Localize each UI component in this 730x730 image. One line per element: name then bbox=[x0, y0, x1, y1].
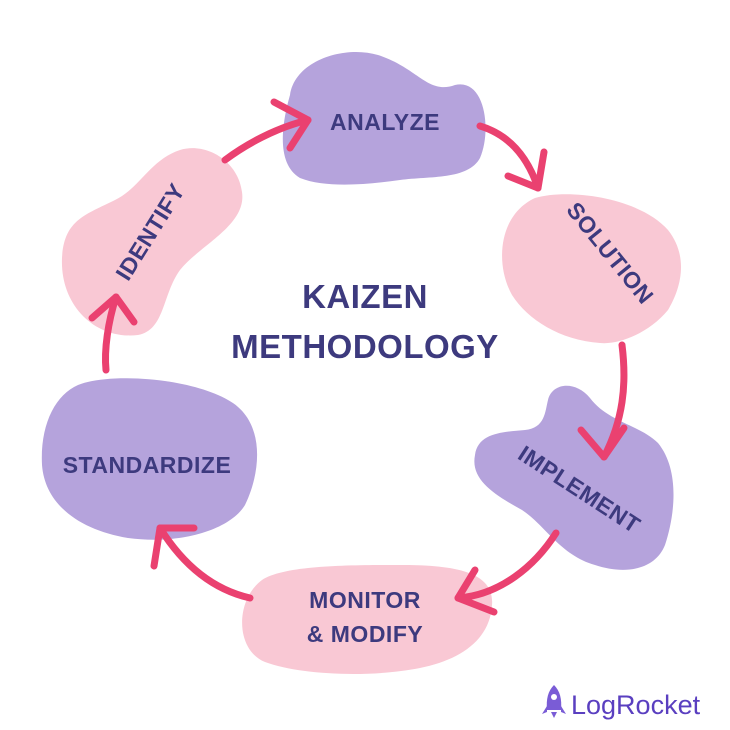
arrow-standardize-to-identify bbox=[88, 293, 138, 374]
title-line-1: KAIZEN bbox=[302, 278, 428, 315]
label-monitor-line-1: MONITOR bbox=[309, 587, 421, 613]
rocket-icon bbox=[542, 685, 566, 718]
blob-identify bbox=[61, 148, 243, 336]
blob-standardize bbox=[41, 378, 258, 540]
title-line-2: METHODOLOGY bbox=[231, 328, 499, 365]
arrow-identify-to-analyze bbox=[221, 98, 312, 164]
label-monitor-line-2: & MODIFY bbox=[307, 621, 423, 647]
label-standardize: STANDARDIZE bbox=[63, 452, 232, 478]
arrow-implement-to-monitor bbox=[454, 529, 560, 616]
logo-text: LogRocket bbox=[571, 690, 701, 720]
arrow-solution-to-implement bbox=[577, 341, 628, 461]
arrow-monitor-to-standardize bbox=[150, 524, 254, 602]
arrow-analyze-to-solution bbox=[476, 122, 548, 192]
logrocket-logo: LogRocket bbox=[542, 685, 701, 720]
blob-solution bbox=[502, 194, 682, 344]
blob-monitor bbox=[242, 565, 493, 674]
blob-analyze bbox=[282, 51, 486, 185]
label-analyze: ANALYZE bbox=[330, 109, 440, 135]
